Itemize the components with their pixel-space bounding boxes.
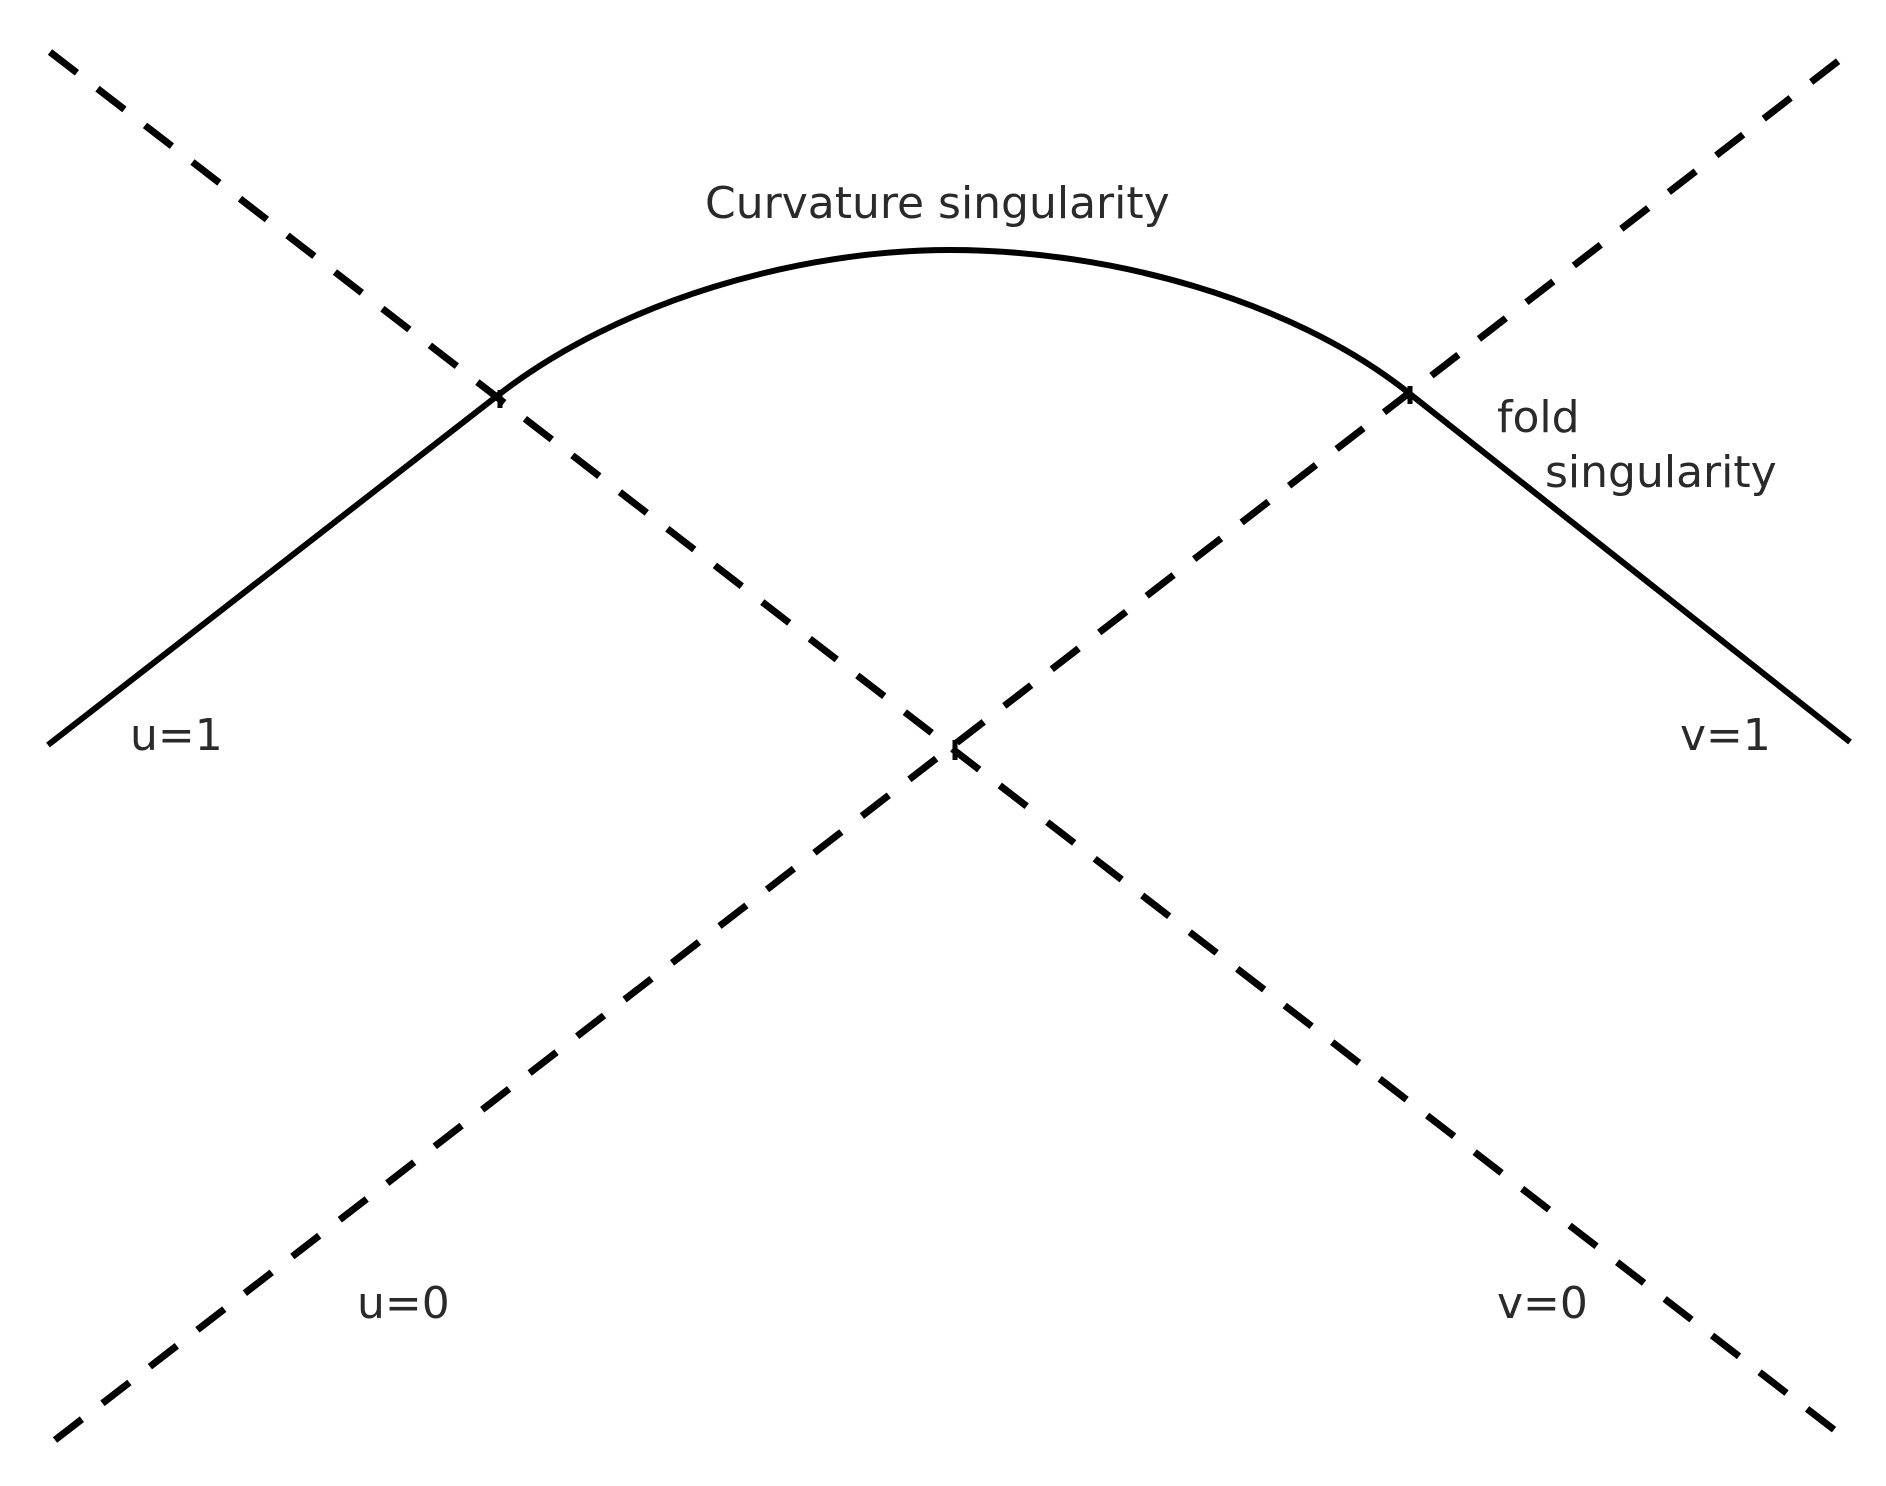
singularity-curve <box>46 247 1852 748</box>
curvature-singularity-label: Curvature singularity <box>705 178 1170 229</box>
dashed-line-descending <box>47 49 1853 1445</box>
v1-label: v=1 <box>1680 710 1771 761</box>
dashed-line-ascending <box>52 49 1853 1443</box>
v0-label: v=0 <box>1497 1278 1588 1329</box>
u0-label: u=0 <box>357 1278 450 1329</box>
u1-label: u=1 <box>130 710 223 761</box>
fold-singularity-label: singularity <box>1545 447 1777 498</box>
fold-label: fold <box>1497 392 1580 443</box>
